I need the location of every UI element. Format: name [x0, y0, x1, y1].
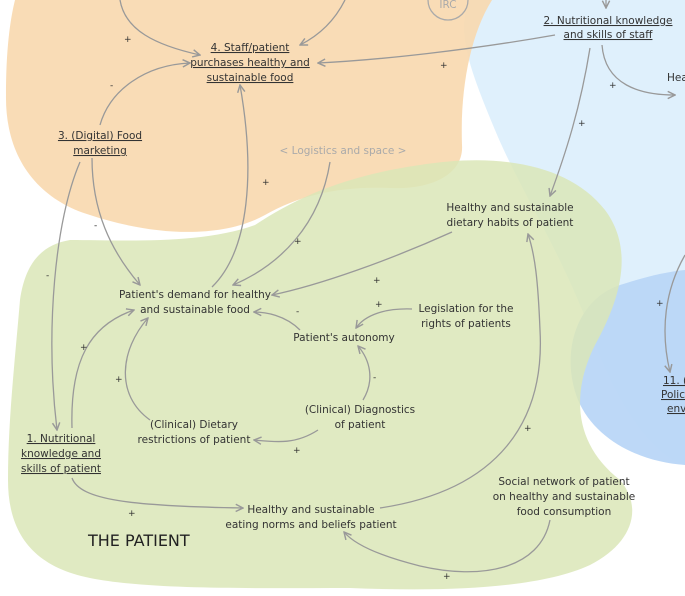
svg-text:3. (Digital) Food: 3. (Digital) Food [58, 130, 142, 142]
edge-top-left [119, 0, 200, 55]
node-diagnostics: (Clinical) Diagnostics of patient [305, 404, 415, 431]
svg-text:(Clinical) Dietary: (Clinical) Dietary [150, 419, 238, 431]
edge-staffknowledge-habits [550, 47, 591, 196]
sign-norms-habits: + [524, 424, 532, 434]
svg-text:Polic: Polic [661, 389, 685, 401]
sign-staffknowledge-hea: + [609, 81, 617, 91]
sign-diagnostics-restrictions: + [293, 446, 301, 456]
edge-marketing-demand [91, 157, 140, 285]
sign-logistics-demand: + [294, 237, 302, 247]
node-dietary-restrictions: (Clinical) Dietary restrictions of patie… [138, 419, 251, 446]
sign-knowledge-demand: + [80, 343, 88, 353]
edge-social-norms [344, 519, 551, 573]
partial-circle-node: IRC [427, 0, 469, 21]
node-eating-norms: Healthy and sustainable eating norms and… [225, 504, 396, 531]
sign-legislation-autonomy: + [375, 300, 383, 310]
edge-marketing-knowledge [51, 161, 81, 430]
node-patient-knowledge: 1. Nutritional knowledge and skills of p… [21, 433, 101, 475]
sign-top-left: + [124, 35, 132, 45]
node-patient-demand: Patient's demand for healthy and sustain… [119, 289, 271, 316]
svg-text:Healthy and sustainable: Healthy and sustainable [247, 504, 374, 516]
svg-text:2. Nutritional knowledge: 2. Nutritional knowledge [544, 15, 673, 27]
sign-autonomy-demand: - [296, 307, 299, 317]
sign-social-norms: + [443, 572, 451, 582]
edge-right-policy [665, 254, 685, 372]
svg-text:Legislation for the: Legislation for the [419, 303, 514, 315]
edge-diagnostics-restrictions [254, 429, 319, 442]
svg-text:and sustainable food: and sustainable food [140, 304, 250, 316]
sign-right-policy: + [656, 299, 664, 309]
svg-text:purchases healthy and: purchases healthy and [190, 57, 310, 69]
svg-text:of patient: of patient [335, 419, 386, 431]
svg-text:Patient's demand for healthy: Patient's demand for healthy [119, 289, 271, 301]
orange-region [5, 0, 492, 232]
node-staff-knowledge: 2. Nutritional knowledge and skills of s… [544, 15, 673, 41]
node-legislation: Legislation for the rights of patients [419, 303, 514, 330]
node-healthy-habits: Healthy and sustainable dietary habits o… [446, 202, 573, 229]
edge-knowledge-norms [71, 477, 243, 508]
edge-marketing-purchases [99, 63, 190, 126]
svg-text:sustainable food: sustainable food [207, 72, 294, 84]
edge-legislation-autonomy [356, 308, 413, 328]
svg-text:on healthy and sustainable: on healthy and sustainable [493, 491, 636, 503]
svg-text:restrictions of patient: restrictions of patient [138, 434, 251, 446]
edge-habits-demand [272, 231, 453, 295]
svg-text:knowledge and: knowledge and [21, 448, 101, 460]
node-food-marketing: 3. (Digital) Food marketing [58, 130, 142, 157]
green-region [8, 160, 633, 590]
edge-demand-purchases [211, 85, 249, 288]
node-policy-partial: 11. ( Polic env [661, 375, 685, 415]
svg-text:1. Nutritional: 1. Nutritional [27, 433, 96, 445]
node-logistics: < Logistics and space > [280, 145, 407, 157]
node-social-network: Social network of patient on healthy and… [493, 476, 636, 518]
edge-restrictions-demand [124, 318, 151, 421]
svg-text:eating norms and beliefs patie: eating norms and beliefs patient [225, 519, 396, 531]
svg-text:11. (: 11. ( [663, 375, 685, 387]
sign-habits-demand: + [373, 276, 381, 286]
sign-knowledge-norms: + [128, 509, 136, 519]
sign-marketing-knowledge: - [46, 271, 49, 281]
edge-norms-habits [379, 234, 542, 509]
svg-text:marketing: marketing [73, 145, 127, 157]
sign-restrictions-demand: + [115, 375, 123, 385]
edge-diagnostics-autonomy [358, 346, 371, 401]
sign-staffknowledge-habits: + [578, 119, 586, 129]
node-autonomy: Patient's autonomy [293, 332, 394, 344]
edges [51, 0, 685, 573]
diagram-title: THE PATIENT [87, 531, 190, 550]
sign-diagnostics-autonomy: - [373, 373, 376, 383]
sign-staffknowledge-purchases: + [440, 61, 448, 71]
svg-text:and skills of staff: and skills of staff [564, 29, 654, 41]
node-hea-partial: Hea [667, 72, 685, 84]
svg-text:Social network of patient: Social network of patient [498, 476, 629, 488]
svg-text:(Clinical) Diagnostics: (Clinical) Diagnostics [305, 404, 415, 416]
svg-text:env: env [667, 403, 685, 415]
edge-staffknowledge-purchases [318, 34, 556, 63]
node-staff-purchases: 4. Staff/patient purchases healthy and s… [190, 42, 310, 84]
edge-knowledge-demand [71, 310, 134, 429]
svg-text:Healthy and sustainable: Healthy and sustainable [446, 202, 573, 214]
svg-text:skills of patient: skills of patient [21, 463, 101, 475]
svg-text:dietary habits of patient: dietary habits of patient [447, 217, 574, 229]
svg-text:food consumption: food consumption [517, 506, 612, 518]
sign-demand-purchases: + [262, 178, 270, 188]
edge-logistics-demand [233, 161, 331, 285]
edge-autonomy-demand [254, 312, 301, 331]
sign-marketing-demand: - [94, 221, 97, 231]
svg-text:rights of patients: rights of patients [421, 318, 511, 330]
partial-circle-label: IRC [439, 0, 456, 11]
edge-signs: + + + + - - - + + + - + - + + + + + + + [46, 35, 664, 582]
sign-marketing-purchases: - [110, 81, 113, 91]
svg-text:4. Staff/patient: 4. Staff/patient [211, 42, 290, 54]
edge-top-mid [300, 0, 346, 45]
edge-staffknowledge-hea [601, 44, 675, 95]
